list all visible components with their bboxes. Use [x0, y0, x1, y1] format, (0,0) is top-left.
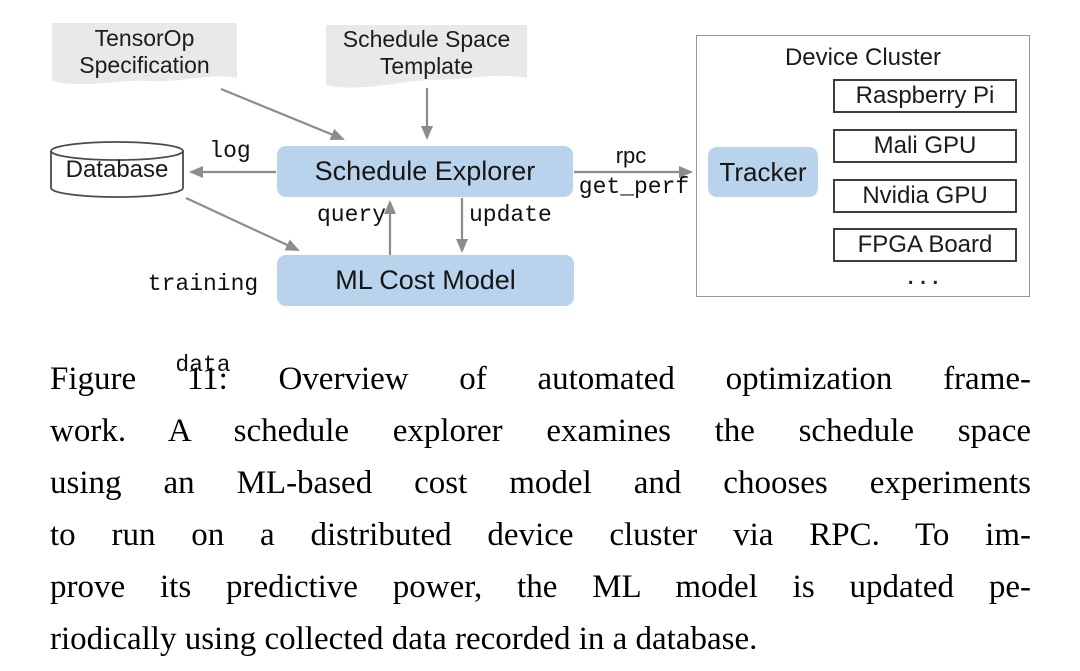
device-ellipsis: ...	[906, 258, 944, 291]
ml-cost-model-node: ML Cost Model	[277, 255, 574, 306]
diagram-shapes-canvas	[50, 23, 693, 256]
edge-label-query: query	[316, 202, 386, 228]
tensorop-label-line2: Specification	[79, 52, 210, 78]
template-label-line2: Template	[379, 53, 474, 79]
tracker-node: Tracker	[708, 147, 818, 197]
template-doc-shape	[326, 25, 527, 88]
caption-line: work. A schedule explorer examines the s…	[50, 413, 1031, 449]
schedule-explorer-node: Schedule Explorer	[277, 146, 573, 197]
template-label-line1: Schedule Space	[342, 26, 511, 52]
device-nvidia-gpu: Nvidia GPU	[833, 179, 1017, 213]
database-node-label: Database	[65, 156, 169, 183]
schedule-space-template-node: Schedule Space Template	[326, 26, 527, 79]
caption-line: riodically using collected data recorded…	[50, 621, 758, 657]
device-raspberry-pi: Raspberry Pi	[833, 79, 1017, 113]
caption-line: Figure 11: Overview of automated optimiz…	[50, 361, 1031, 397]
arrow-database-to-mlmodel-training	[185, 197, 300, 251]
tensorop-doc-shape	[52, 23, 237, 85]
edge-label-update: update	[469, 202, 552, 228]
edge-label-log: log	[209, 138, 251, 164]
figure-diagram: TensorOp Specification Schedule Space Te…	[50, 23, 1030, 378]
arrow-tensorop-to-explorer	[220, 87, 345, 141]
training-label-line1: training	[147, 271, 259, 297]
figure-caption: Figure 11: Overview of automated optimiz…	[50, 353, 1031, 665]
device-mali-gpu: Mali GPU	[833, 129, 1017, 163]
training-label-line2: data	[175, 352, 231, 378]
caption-line: prove its predictive power, the ML model…	[50, 569, 1031, 605]
edge-label-get-perf: get_perf	[578, 174, 690, 200]
caption-line: using an ML-based cost model and chooses…	[50, 465, 1031, 501]
device-fpga-board: FPGA Board	[833, 228, 1017, 262]
edge-label-training-data: training data	[142, 217, 264, 433]
edge-label-rpc: rpc	[615, 143, 647, 168]
tensorop-label-line1: TensorOp	[94, 25, 195, 51]
database-cylinder	[50, 141, 184, 198]
caption-line: to run on a distributed device cluster v…	[50, 517, 1031, 553]
tensorop-specification-node: TensorOp Specification	[52, 25, 237, 79]
device-cluster-title: Device Cluster	[784, 44, 942, 71]
